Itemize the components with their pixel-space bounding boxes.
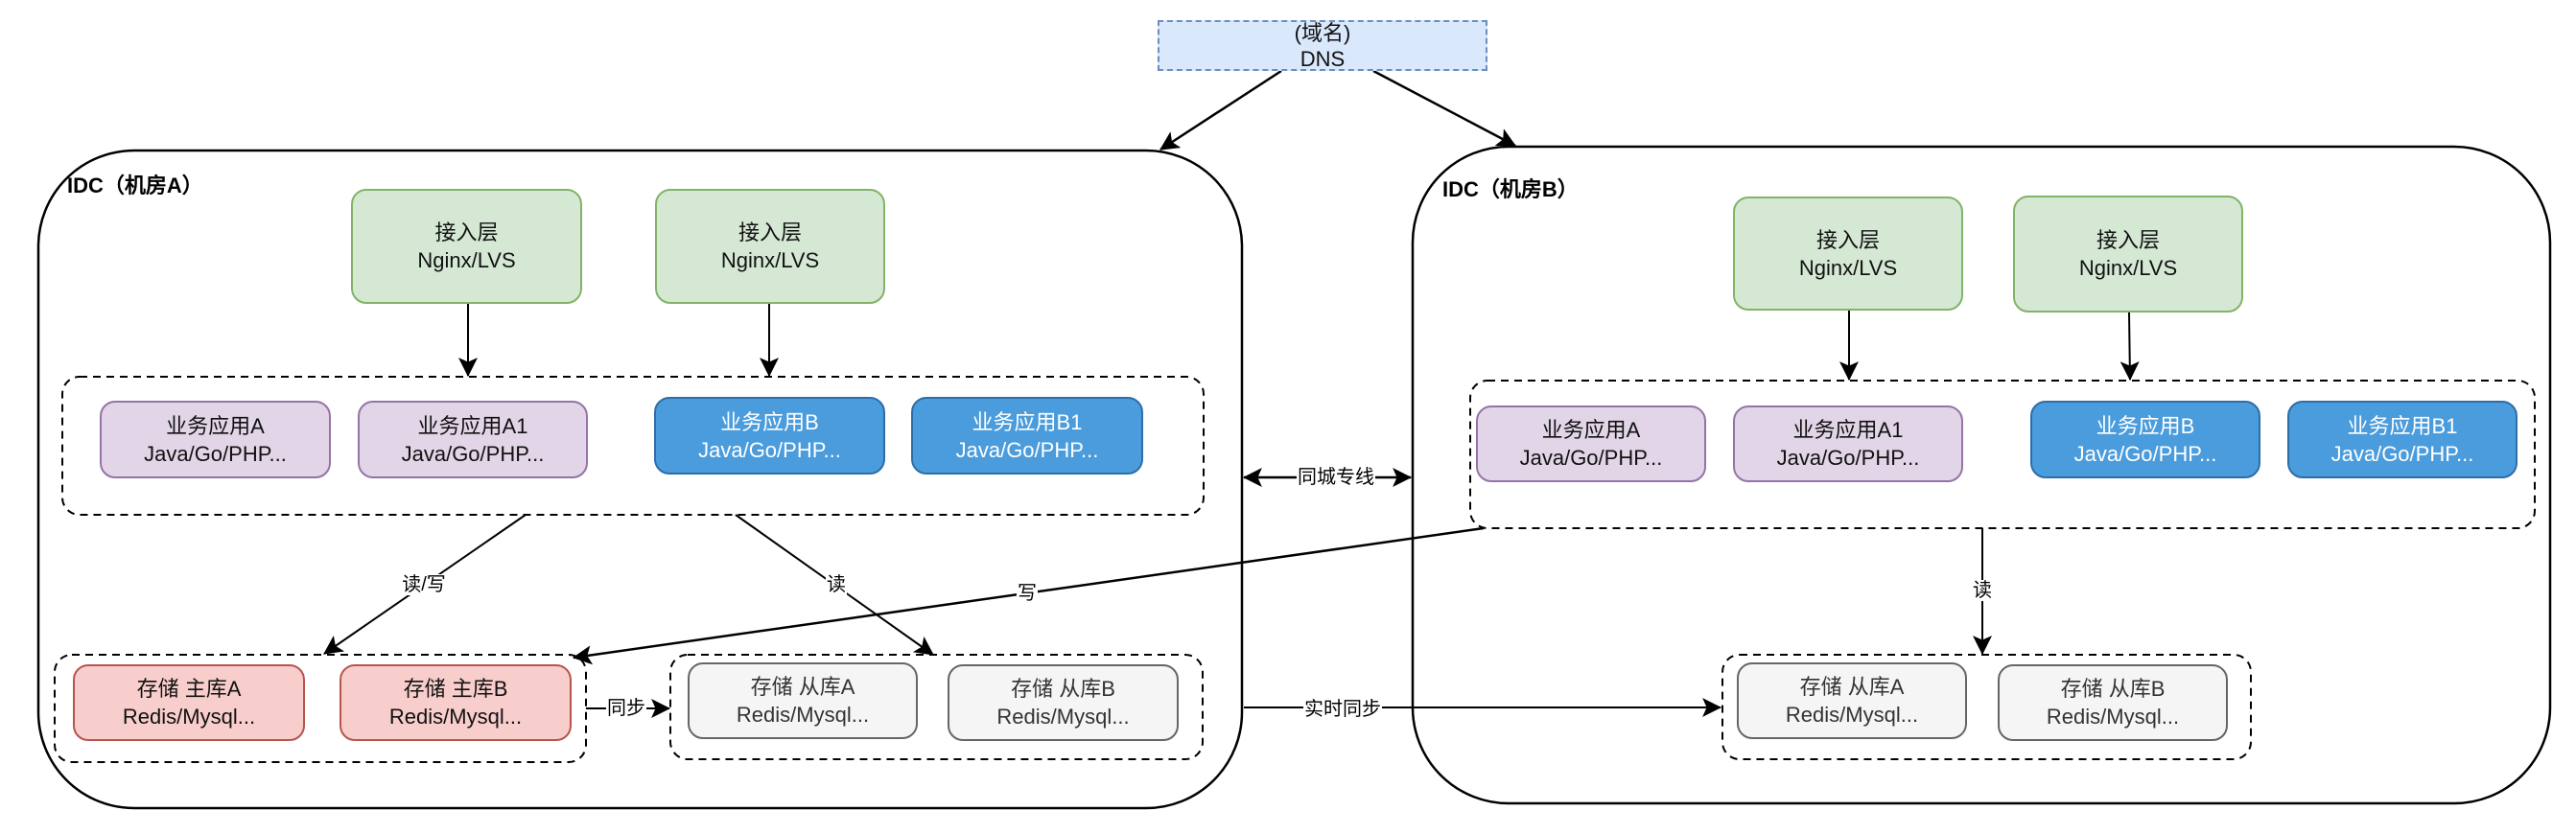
node-title: 接入层 xyxy=(738,220,802,244)
idc-b-access-layer-2[interactable]: 接入层 Nginx/LVS xyxy=(2013,196,2243,313)
node-title: 存储 从库A xyxy=(750,675,855,699)
edge-label-dedicated-line: 同城专线 xyxy=(1297,467,1375,488)
idc-a-replica-a[interactable]: 存储 从库A Redis/Mysql... xyxy=(688,662,918,739)
node-title: 存储 从库B xyxy=(2060,677,2166,701)
node-title: 业务应用A xyxy=(166,413,265,438)
idc-a-app-b1[interactable]: 业务应用B1 Java/Go/PHP... xyxy=(911,397,1143,475)
node-subtitle: Redis/Mysql... xyxy=(1785,703,1919,727)
idc-b-app-b1[interactable]: 业务应用B1 Java/Go/PHP... xyxy=(2287,401,2517,478)
edge-label-write: 写 xyxy=(1017,583,1038,604)
edge-label-read-a: 读 xyxy=(826,574,847,595)
node-title: 接入层 xyxy=(434,220,499,244)
idc-b-app-a1[interactable]: 业务应用A1 Java/Go/PHP... xyxy=(1733,405,1963,482)
idc-b-replica-b[interactable]: 存储 从库B Redis/Mysql... xyxy=(1998,664,2228,741)
node-title: 存储 主库B xyxy=(403,677,508,701)
idc-b-app-a[interactable]: 业务应用A Java/Go/PHP... xyxy=(1476,405,1706,482)
node-subtitle: Nginx/LVS xyxy=(1798,255,1898,280)
idc-a-app-a[interactable]: 业务应用A Java/Go/PHP... xyxy=(100,401,331,478)
edge-dns-to-idc-a xyxy=(1159,69,1282,151)
node-subtitle: Java/Go/PHP... xyxy=(1776,446,1920,470)
node-title: 业务应用B xyxy=(2096,413,2195,438)
idc-a-access-layer-1[interactable]: 接入层 Nginx/LVS xyxy=(351,189,582,304)
node-subtitle: Java/Go/PHP... xyxy=(2330,441,2474,466)
idc-a-master-a[interactable]: 存储 主库A Redis/Mysql... xyxy=(73,664,305,741)
node-subtitle: Java/Go/PHP... xyxy=(2073,441,2217,466)
edge-access-b2-to-apps xyxy=(2119,312,2140,382)
node-subtitle: Java/Go/PHP... xyxy=(698,437,841,462)
node-title: 业务应用B xyxy=(720,409,819,434)
node-title: 接入层 xyxy=(2096,228,2160,252)
node-subtitle: Java/Go/PHP... xyxy=(144,441,287,466)
idc-a-master-group xyxy=(54,654,587,763)
idc-a-app-group xyxy=(61,376,1205,516)
node-title: 业务应用A1 xyxy=(1792,418,1904,442)
idc-a-title: IDC（机房A） xyxy=(67,174,203,197)
node-title: 业务应用A xyxy=(1541,418,1641,442)
node-title: 存储 从库A xyxy=(1799,675,1905,699)
node-subtitle: Java/Go/PHP... xyxy=(401,441,545,466)
idc-b-access-layer-1[interactable]: 接入层 Nginx/LVS xyxy=(1733,197,1963,311)
idc-a-replica-group xyxy=(669,654,1204,760)
idc-b-replica-a[interactable]: 存储 从库A Redis/Mysql... xyxy=(1737,662,1967,739)
edge-label-read-write: 读/写 xyxy=(401,574,447,595)
node-title: 业务应用B1 xyxy=(2347,413,2458,438)
idc-a-access-layer-2[interactable]: 接入层 Nginx/LVS xyxy=(655,189,885,304)
idc-a-app-b[interactable]: 业务应用B Java/Go/PHP... xyxy=(654,397,885,475)
node-subtitle: Redis/Mysql... xyxy=(122,705,256,729)
idc-b-title: IDC（机房B） xyxy=(1442,177,1579,201)
node-subtitle: Redis/Mysql... xyxy=(996,705,1130,729)
edge-label-read-b: 读 xyxy=(1972,580,1993,601)
idc-a-container xyxy=(36,149,1244,810)
node-title: 存储 从库B xyxy=(1011,677,1115,701)
node-title: 业务应用B1 xyxy=(972,409,1083,434)
idc-a-master-b[interactable]: 存储 主库B Redis/Mysql... xyxy=(340,664,572,741)
dns-node[interactable]: (域名) DNS xyxy=(1158,20,1487,71)
idc-b-app-b[interactable]: 业务应用B Java/Go/PHP... xyxy=(2030,401,2260,478)
dns-label-line1: (域名) xyxy=(1294,20,1351,45)
node-title: 存储 主库A xyxy=(136,677,242,701)
edge-label-sync: 同步 xyxy=(606,698,646,719)
node-subtitle: Redis/Mysql... xyxy=(736,703,870,727)
node-subtitle: Nginx/LVS xyxy=(720,248,820,272)
node-subtitle: Nginx/LVS xyxy=(417,248,516,272)
node-title: 接入层 xyxy=(1815,227,1880,252)
idc-b-app-group xyxy=(1469,380,2536,529)
edge-dns-to-idc-b xyxy=(1372,69,1516,148)
idc-a-app-a1[interactable]: 业务应用A1 Java/Go/PHP... xyxy=(358,401,588,478)
idc-b-container xyxy=(1411,145,2552,805)
edge-label-realtime-sync: 实时同步 xyxy=(1303,699,1382,720)
node-subtitle: Java/Go/PHP... xyxy=(1519,446,1663,470)
node-subtitle: Redis/Mysql... xyxy=(2046,705,2180,729)
node-title: 业务应用A1 xyxy=(417,413,528,438)
dns-label-line2: DNS xyxy=(1300,46,1346,71)
node-subtitle: Redis/Mysql... xyxy=(388,705,523,729)
node-subtitle: Java/Go/PHP... xyxy=(955,437,1099,462)
idc-a-replica-b[interactable]: 存储 从库B Redis/Mysql... xyxy=(948,664,1179,741)
node-subtitle: Nginx/LVS xyxy=(2078,256,2178,280)
